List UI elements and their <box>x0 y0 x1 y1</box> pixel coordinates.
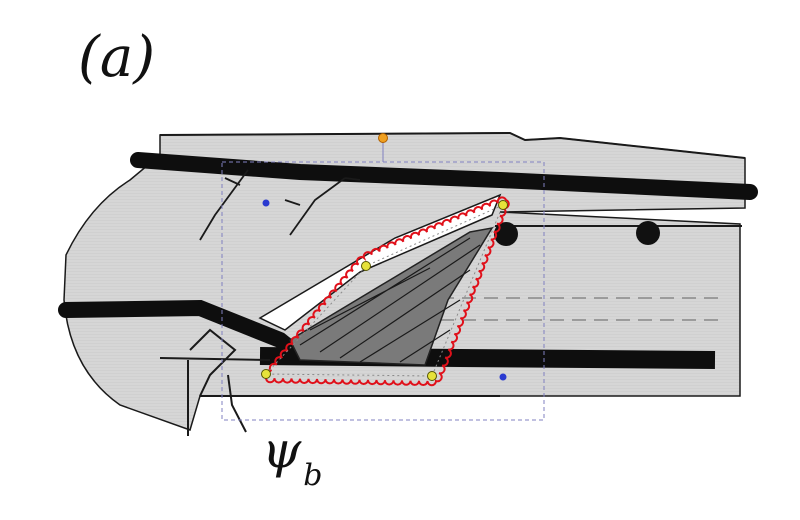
rotation-handle[interactable] <box>378 133 388 143</box>
angle-symbol: ψ <box>262 421 302 479</box>
angle-label: ψb <box>262 425 322 491</box>
control-point-1[interactable] <box>262 199 270 207</box>
upper-cracks <box>199 169 361 241</box>
top-boundary-line <box>159 131 746 159</box>
vertex-handle-2[interactable] <box>361 261 371 271</box>
separation-gap <box>258 193 502 331</box>
crack-lines <box>299 237 481 363</box>
bar-section-1 <box>494 222 518 246</box>
crack-zone <box>289 226 494 366</box>
panel-label: (a) <box>78 25 156 90</box>
vertex-handle-3[interactable] <box>261 369 271 379</box>
angle-subscript: b <box>303 458 323 493</box>
angle-hook <box>227 374 247 433</box>
joint-corner-lines <box>159 328 500 436</box>
selection-outline[interactable] <box>263 196 510 387</box>
bar-section-2 <box>636 221 660 245</box>
vertex-handle-4[interactable] <box>427 371 437 381</box>
control-point-2[interactable] <box>499 373 507 381</box>
vertex-handle-1[interactable] <box>498 200 508 210</box>
upper-rebar <box>130 152 758 200</box>
